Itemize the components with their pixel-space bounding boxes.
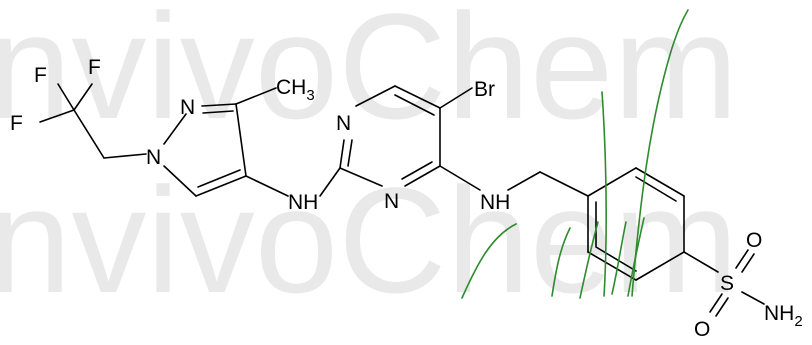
atom-n-pyrimidine-3: N — [384, 190, 399, 213]
bond-c4-n3-double — [401, 161, 433, 180]
sulfonamide-group — [709, 249, 765, 317]
green-mark-3 — [579, 221, 599, 299]
atom-br: Br — [474, 78, 495, 101]
bond-c-f2 — [73, 83, 93, 111]
bond-c-f3 — [39, 109, 75, 123]
atom-s: S — [720, 272, 734, 295]
bond-c6-c5-double — [394, 94, 435, 116]
trifluoroethyl-group — [39, 83, 147, 159]
bond-n3-c2 — [339, 167, 383, 187]
bond-ar5-ar6 — [587, 251, 637, 281]
atom-nh2: NH2 — [764, 302, 803, 330]
atom-o1: O — [746, 229, 762, 252]
green-marks — [461, 9, 689, 299]
bond-s-o2-double — [715, 297, 729, 317]
bond-c-f1 — [57, 83, 75, 111]
green-mark-7 — [631, 9, 689, 297]
bond-n2-c3-double — [202, 110, 234, 114]
atom-n-pyrazole-2: N — [180, 96, 195, 119]
bond-ar4-s — [683, 251, 719, 273]
atom-n-pyrimidine-1: N — [336, 112, 351, 135]
bond-nh-c2 — [319, 167, 341, 197]
atom-nh-2: NH — [480, 191, 510, 214]
benzyl-linker — [507, 171, 589, 197]
bond-c5-br — [439, 87, 473, 109]
watermark-bottom: nvivoChem — [0, 156, 738, 324]
atom-f1: F — [34, 64, 47, 87]
bond-c4-c5 — [195, 175, 247, 197]
atom-labels: F F F N N CH3 NH N N Br NH O S O NH2 — [10, 56, 803, 341]
benzene-ring — [587, 167, 719, 281]
bond-n1-n2 — [163, 113, 187, 145]
bond-n1-c6 — [355, 85, 396, 107]
bond-s-o2 — [709, 293, 723, 313]
bond-c4-nh — [245, 175, 289, 197]
bond-ar4-ar5 — [635, 251, 685, 281]
bond-ar1-ar2 — [587, 167, 637, 197]
pyrimidine-ring — [319, 85, 481, 197]
bond-n2-c3 — [201, 103, 237, 107]
bond-ch2-ring — [539, 171, 589, 197]
atom-n-pyrazole-1: N — [146, 146, 161, 169]
bond-nh-ch2 — [507, 171, 541, 191]
green-mark-4 — [601, 91, 607, 297]
bond-c4-n3 — [404, 165, 441, 187]
bond-c3-methyl — [235, 87, 277, 105]
bond-ar5-ar6-double — [595, 246, 637, 272]
pyrazole-ring — [163, 87, 289, 197]
atom-nh-1: NH — [288, 191, 318, 214]
green-mark-1 — [461, 223, 517, 299]
bond-ar2-ar3-double — [635, 176, 677, 202]
bond-ch2-n1 — [103, 153, 147, 159]
atom-f2: F — [88, 56, 101, 79]
bond-c3-c4 — [235, 103, 247, 177]
bond-ar2-ar3 — [635, 167, 685, 197]
bond-s-n — [741, 291, 765, 305]
bond-s-o1-double — [741, 253, 755, 273]
bond-c2-n1-double — [347, 139, 353, 167]
atom-f3: F — [10, 112, 23, 135]
watermark-top: nvivoChem — [0, 0, 738, 150]
green-mark-2 — [551, 227, 571, 297]
atom-ch3: CH3 — [276, 76, 315, 104]
bond-c-ch2 — [73, 109, 105, 159]
bond-c2-n1 — [339, 139, 345, 169]
bond-c6-c5 — [394, 85, 441, 109]
bond-c4-c5-double — [197, 169, 241, 188]
bond-s-o1 — [735, 249, 749, 269]
green-mark-5 — [611, 221, 627, 295]
atom-o2: O — [694, 318, 710, 340]
bond-c4-nh — [439, 165, 481, 191]
bond-c5-n1 — [163, 165, 197, 197]
